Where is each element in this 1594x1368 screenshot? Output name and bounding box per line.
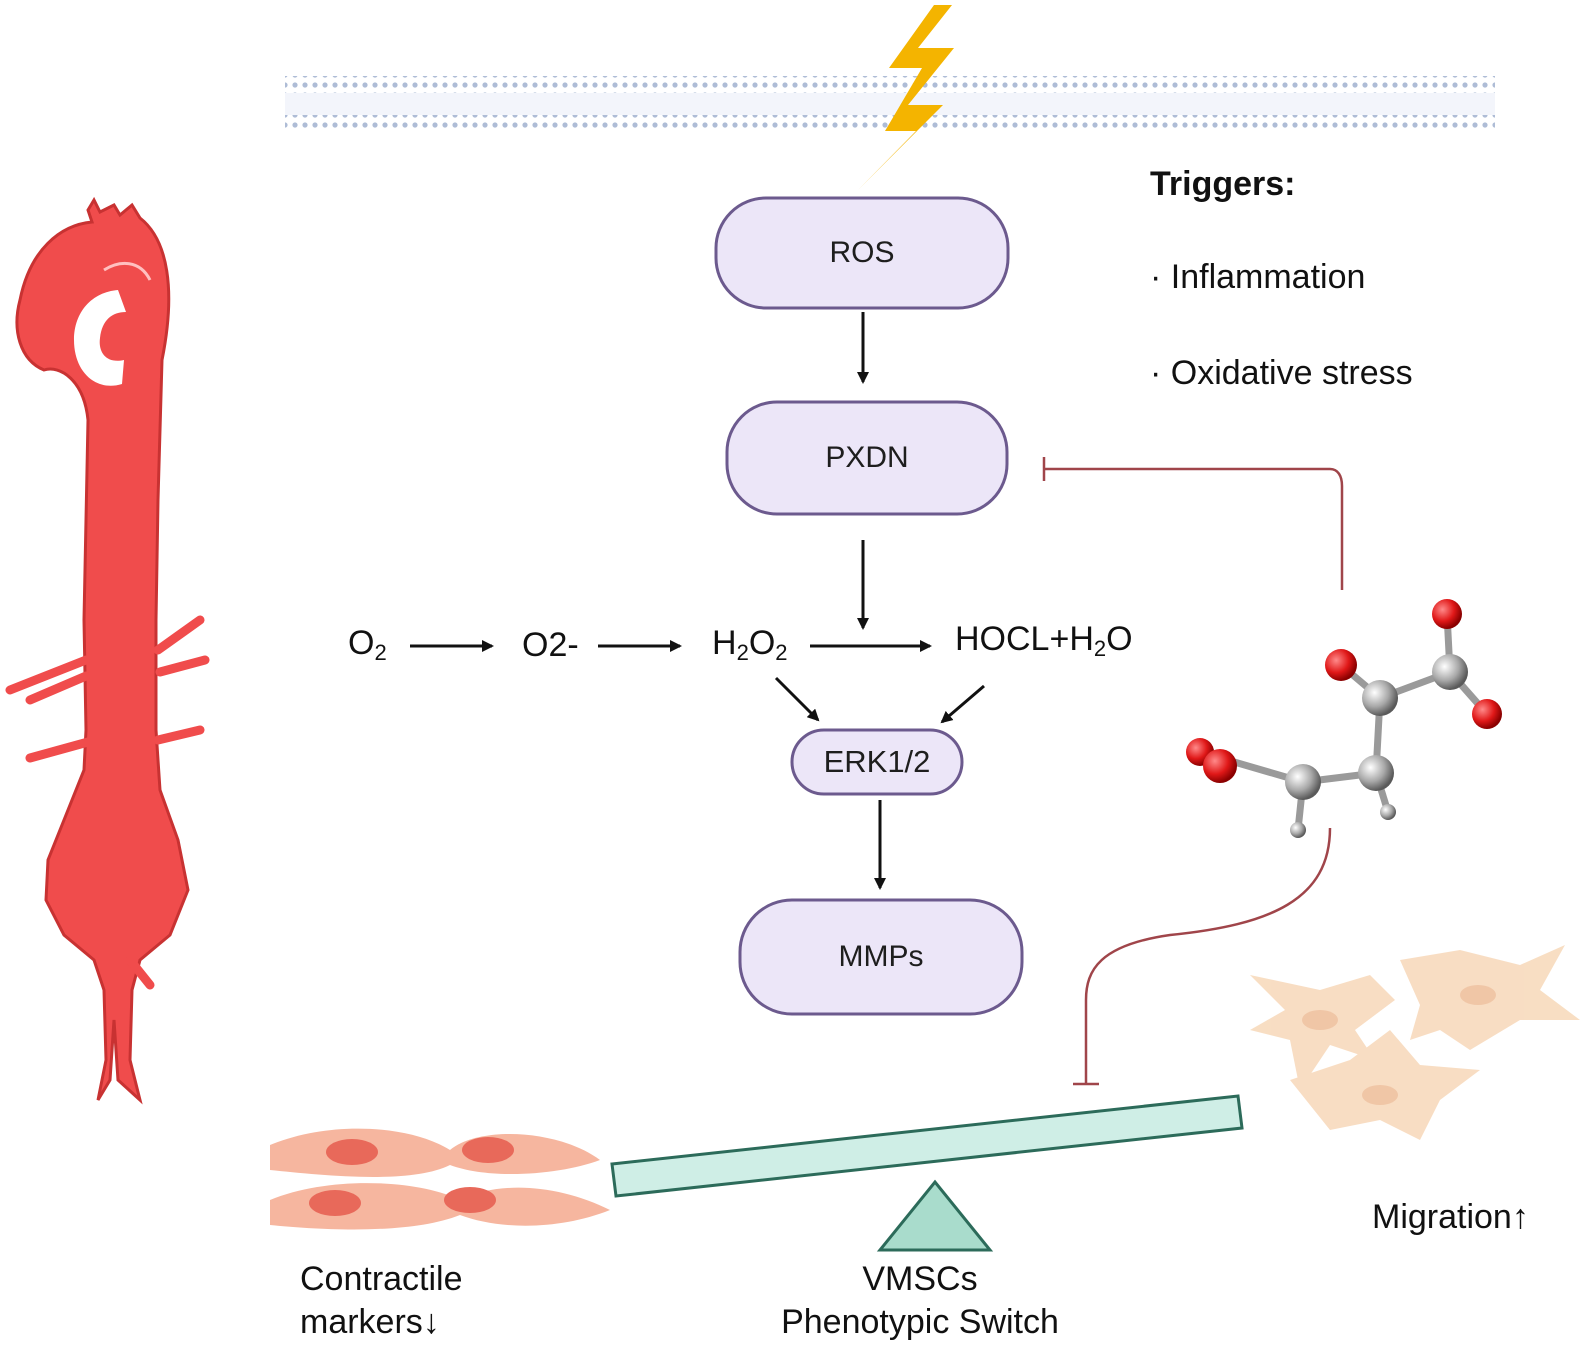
oxygen-sub: 2 [374,640,387,665]
hocl-end: O [1106,620,1133,658]
seesaw-icon [610,1094,1244,1252]
ros-label: ROS [829,236,895,269]
contractile-line2: markers↓ [300,1302,440,1341]
hocl-main: HOCL+H [955,620,1094,658]
erk-label: ERK1/2 [823,744,931,779]
molecule-icon [1186,599,1502,838]
inhibit-pxdn-line [1044,467,1344,590]
vmscs-line2: Phenotypic Switch [781,1302,1059,1341]
synthetic-cells [1250,945,1580,1140]
arrow-hocl-erk [940,684,985,724]
contractile-cells [270,1128,610,1230]
h2o2-h: H [712,624,737,662]
lightning-icon [858,5,954,190]
aorta-illustration [5,196,210,1105]
contractile-markers-label: Contractile markers↓ [300,1258,463,1343]
triggers-title: Triggers: [1150,165,1296,203]
h2o2-sub1: 2 [736,640,749,665]
pxdn-node [725,400,1009,516]
trigger-item: · Inflammation [1150,258,1366,296]
h2o2-sub2: 2 [775,640,788,665]
erk-node [790,728,964,796]
hydrogen-peroxide-label: H2O2 [712,624,788,666]
activation-arrows [410,312,985,890]
inhibition-lines [1042,457,1344,1086]
superoxide-label: O2- [522,626,579,664]
migration-label: Migration↑ [1372,1198,1529,1236]
contractile-line1: Contractile [300,1260,463,1298]
mmps-node [738,898,1024,1016]
vmscs-switch-label: VMSCs Phenotypic Switch [740,1258,1100,1343]
ros-node [714,196,1010,310]
arrow-h2o2-erk [774,676,820,722]
trigger-item: · Oxidative stress [1150,354,1413,392]
mmps-label: MMPs [838,940,924,973]
inhibit-switch-line [1084,827,1332,1084]
vmscs-line1: VMSCs [862,1260,978,1298]
oxygen-main: O [348,624,375,662]
hocl-sub: 2 [1093,636,1107,661]
pxdn-label: PXDN [825,441,909,474]
oxygen-label: O2 [348,624,387,666]
h2o2-o: O [748,624,776,662]
hocl-water-label: HOCL+H2O [955,620,1133,662]
